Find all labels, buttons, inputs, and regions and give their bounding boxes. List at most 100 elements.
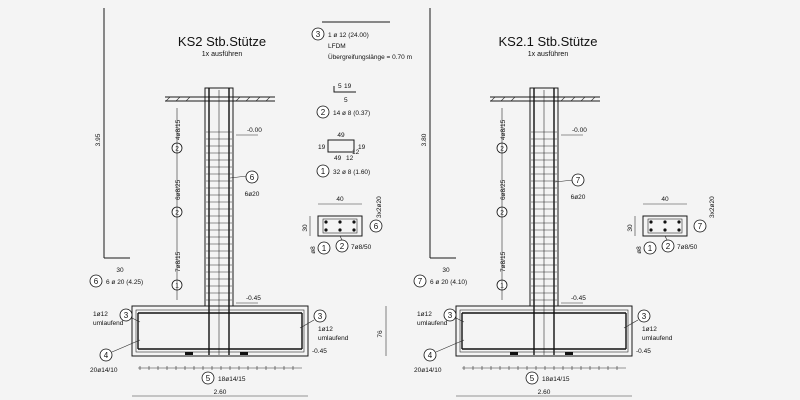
- item3-mark-text: 3: [316, 30, 321, 39]
- item1-mark-text: 1: [321, 167, 326, 176]
- spacer-left: [510, 352, 518, 355]
- schedule-text: 6 ø 20 (4.10): [430, 279, 467, 286]
- height-dim-label: 3.80: [421, 133, 428, 146]
- drawing-ks2: KS2 Stb.Stütze 1x ausführen 3.95 30 2 4ø…: [89, 8, 383, 397]
- section-leader: [339, 235, 343, 241]
- section-bars: [649, 220, 681, 232]
- section-height-label: 30: [302, 224, 309, 232]
- section-side-mark-text: 6: [374, 222, 379, 231]
- section-left-mark: [643, 241, 657, 255]
- section-side-label: 3x2ø20: [709, 196, 716, 218]
- schedule-mark: [413, 274, 427, 288]
- slab-hatch: [165, 96, 271, 102]
- spacer-right: [565, 352, 573, 355]
- mesh-leader: [435, 339, 465, 353]
- right-mark-3-text: 3: [318, 312, 323, 321]
- bottom-bar-ticks: [463, 366, 618, 370]
- col-bar-mark: [571, 173, 585, 187]
- level-tag-bottom: -0.45: [312, 348, 327, 355]
- slab-hatch: [490, 96, 596, 102]
- item2-text: 14 ø 8 (0.37): [333, 110, 370, 117]
- item3-mark: [311, 27, 325, 41]
- right-bar-label-1: 1ø12: [318, 326, 333, 333]
- section-right-mark-text: 2: [340, 242, 345, 251]
- right-mark-3: [313, 309, 327, 323]
- item2-dim-c: 5: [344, 97, 348, 104]
- stirrup-bot-label: 7ø8/15: [175, 251, 182, 272]
- right-bar-label-2: umlaufend: [318, 335, 349, 342]
- item1-dim-right: 19: [358, 144, 366, 151]
- stirrup-top-label: 4ø8/15: [500, 119, 507, 140]
- item2-dim-b: 19: [344, 83, 352, 90]
- footing-outline: [455, 305, 633, 357]
- right-mark-3: [637, 309, 651, 323]
- section-left-label: ø8: [636, 246, 643, 254]
- item3-line2: LFDM: [328, 43, 346, 50]
- stirrup-mid-label: 6ø8/25: [500, 179, 507, 200]
- col-bar-label: 6ø20: [245, 191, 260, 198]
- stirrup-bot-label: 7ø8/15: [500, 251, 507, 272]
- section-left-label: ø8: [310, 246, 317, 254]
- stirrups: [206, 131, 232, 301]
- schedule-mark-text: 6: [94, 277, 99, 286]
- col-bar-label: 6ø20: [571, 194, 586, 201]
- left-mark-3-text: 3: [124, 311, 129, 320]
- schedule-mark-text: 7: [418, 277, 423, 286]
- mesh-mark-text: 4: [428, 351, 433, 360]
- left-mark-3: [443, 308, 457, 322]
- mesh-mark: [99, 348, 113, 362]
- item1-dim-left: 19: [318, 144, 326, 151]
- left-mark-3-text: 3: [448, 311, 453, 320]
- bar-leader: [229, 175, 248, 179]
- width-dim-label: 2.60: [538, 389, 551, 396]
- spacer-right: [240, 352, 248, 355]
- section-width-label: 40: [661, 196, 669, 203]
- item1-dim-bot-c: 12: [352, 149, 360, 156]
- right-bar-label-1: 1ø12: [642, 326, 657, 333]
- section-width-label: 40: [336, 196, 344, 203]
- item2-mark-text: 2: [321, 108, 326, 117]
- item3-text: 1 ø 12 (24.00): [328, 32, 369, 39]
- section-side-mark-text: 7: [698, 222, 703, 231]
- level-tag-bottom: -0.45: [636, 348, 651, 355]
- item2-shape: [333, 86, 356, 93]
- item1-shape: [327, 139, 355, 153]
- level-tag-top: -0.00: [247, 127, 262, 134]
- left-bar-label-2: umlaufend: [93, 320, 124, 327]
- section-right-label: 7ø8/50: [351, 244, 372, 251]
- item1-dim-bot-a: 49: [334, 155, 342, 162]
- drawing-subtitle: 1x ausführen: [528, 51, 569, 58]
- section-leader: [664, 235, 668, 241]
- mesh-leader: [111, 339, 141, 353]
- drawing-title: KS2 Stb.Stütze: [178, 34, 266, 49]
- section-stirrup: [322, 218, 358, 234]
- section-side-mark: [693, 219, 707, 233]
- section-height-label: 30: [627, 224, 634, 232]
- bottom-mark: [525, 371, 539, 385]
- item2-dim-a: 5: [338, 83, 342, 90]
- col-bar-mark: [245, 170, 259, 184]
- mesh-mark: [423, 348, 437, 362]
- bottom-mark-text: 5: [206, 374, 211, 383]
- section-left-mark-text: 1: [322, 244, 327, 253]
- section-bars: [324, 220, 356, 232]
- item3-line3: Übergreifungslänge = 0.70 m: [328, 53, 412, 61]
- item1-text: 32 ø 8 (1.60): [333, 169, 370, 176]
- right-bar-label-2: umlaufend: [642, 335, 673, 342]
- footing-height-label: 76: [377, 330, 384, 338]
- width-dim-label: 2.60: [214, 389, 227, 396]
- item2-mark: [316, 105, 330, 119]
- dim-30-label: 30: [442, 267, 450, 274]
- level-tag: -0.45: [246, 295, 261, 302]
- schedule-text: 6 ø 20 (4.25): [106, 279, 143, 286]
- left-bar-label-2: umlaufend: [417, 320, 448, 327]
- bottom-bar-ticks: [139, 366, 294, 370]
- item1-dim-bot-b: 12: [346, 155, 354, 162]
- level-tag-top: -0.00: [572, 127, 587, 134]
- bottom-mark: [201, 371, 215, 385]
- section-right-mark-text: 2: [666, 242, 671, 251]
- schedule-mark: [89, 274, 103, 288]
- mesh-mark-text: 4: [104, 351, 109, 360]
- right-mark-leader: [299, 319, 315, 329]
